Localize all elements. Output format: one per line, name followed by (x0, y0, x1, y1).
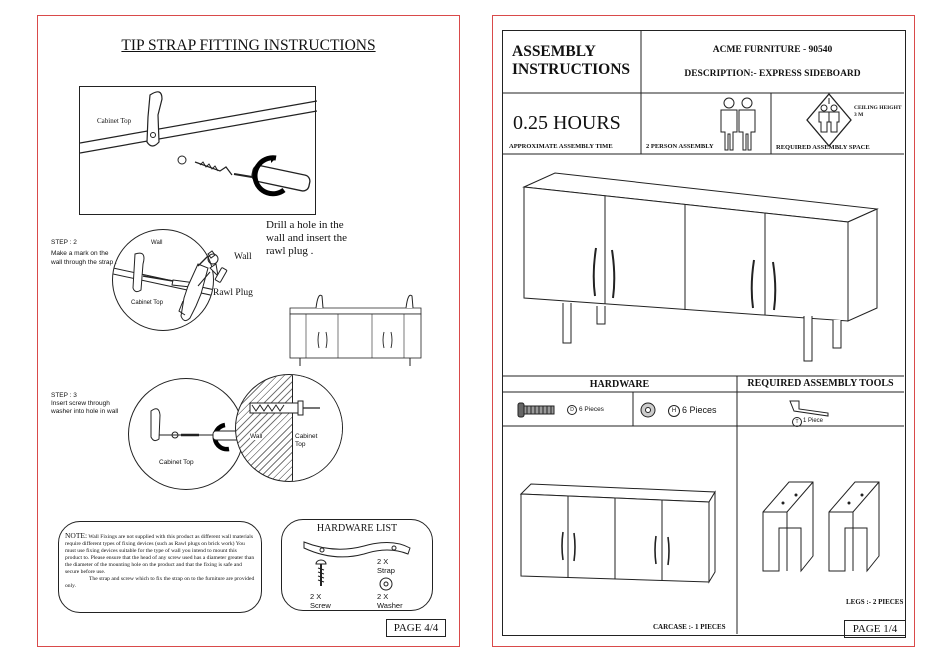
step3-text: Insert screw through washer into hole in… (51, 400, 119, 415)
hw2-code: H (668, 405, 680, 417)
step3-wall-label: Wall (250, 433, 263, 440)
note-text-block: NOTE: Wall Fixings are not supplied with… (65, 532, 255, 590)
assembly-title: ASSEMBLY INSTRUCTIONS (512, 43, 631, 78)
hw1-code: D (567, 405, 577, 415)
carcase-label: CARCASE :- 1 PIECES (653, 623, 726, 631)
hw-strap-label: 2 X Strap (377, 557, 395, 575)
wall-label: Wall (234, 252, 252, 262)
hw-washer-label: 2 X Washer (377, 592, 403, 610)
page-number: PAGE 4/4 (386, 619, 446, 637)
right-page: ASSEMBLY INSTRUCTIONS ACME FURNITURE - 9… (492, 15, 915, 647)
cabinet-top-figure: Cabinet Top (79, 86, 317, 215)
hardware-list-box: HARDWARE LIST 2 X Strap 2 X Screw 2 X Wa… (281, 519, 433, 611)
note-title: NOTE: (65, 531, 88, 540)
step2-drawing (113, 252, 213, 297)
note-text: Wall Fixings are not supplied with this … (65, 534, 255, 575)
legs-label: LEGS :- 2 PIECES (846, 598, 904, 606)
brand-line: ACME FURNITURE - 90540 (712, 45, 833, 55)
cabinet-top-label: Cabinet Top (97, 117, 132, 125)
hw1-qty: 6 Pieces (579, 406, 604, 413)
assembly-space-label: REQUIRED ASSEMBLY SPACE (776, 144, 870, 151)
assembly-time-label: APPROXIMATE ASSEMBLY TIME (509, 143, 613, 150)
page-number: PAGE 1/4 (844, 620, 906, 638)
tool-code: T (792, 417, 802, 427)
step2-text: Make a mark on the wall through the stra… (51, 250, 117, 266)
hardware-title: HARDWARE (589, 379, 650, 390)
hw-screw-label: 2 X Screw (310, 592, 331, 610)
ceiling-height-label: CEILING HEIGHT 3 M (854, 105, 902, 118)
tool-qty: 1 Piece (803, 418, 824, 424)
step2-detail-circle: Wall Cabinet Top (112, 229, 214, 331)
person-assembly-label: 2 PERSON ASSEMBLY (646, 143, 714, 150)
hardware-list-drawing (303, 541, 411, 591)
strap-fixing-drawing (80, 91, 317, 197)
step2-cabinet-top-label: Cabinet Top (131, 300, 163, 306)
hardware-list-title: HARDWARE LIST (316, 523, 398, 534)
step3-wall-drawing (249, 400, 320, 416)
note-text-2: The strap and screw which to fix the str… (65, 576, 255, 589)
page-title: TIP STRAP FITTING INSTRUCTIONS (121, 37, 376, 54)
step2-wall-label: Wall (151, 240, 163, 246)
assembly-time: 0.25 HOURS (513, 112, 621, 134)
tools-title: REQUIRED ASSEMBLY TOOLS (747, 378, 894, 389)
step3-screw-drawing (150, 408, 243, 452)
step3-cabinet-top-label-2: Cabinet Top (295, 433, 318, 448)
left-page: TIP STRAP FITTING INSTRUCTIONS Cabinet T… (37, 15, 460, 647)
step3-detail-circle-left: Cabinet Top (128, 378, 244, 490)
rawl-plug-label: Rawl Plug (213, 288, 253, 298)
description: DESCRIPTION:- EXPRESS SIDEBOARD (684, 69, 861, 79)
drill-instruction: Drill a hole in the wall and insert the … (266, 219, 347, 257)
step2-title: STEP : 2 (51, 239, 77, 246)
step3-cabinet-top-label: Cabinet Top (159, 459, 194, 466)
note-box: NOTE: Wall Fixings are not supplied with… (58, 521, 262, 613)
step3-detail-circle-right: Wall Cabinet Top (235, 374, 343, 482)
right-page-frame (502, 30, 906, 636)
hw2-qty: 6 Pieces (682, 405, 717, 415)
step3-title: STEP : 3 (51, 392, 77, 399)
